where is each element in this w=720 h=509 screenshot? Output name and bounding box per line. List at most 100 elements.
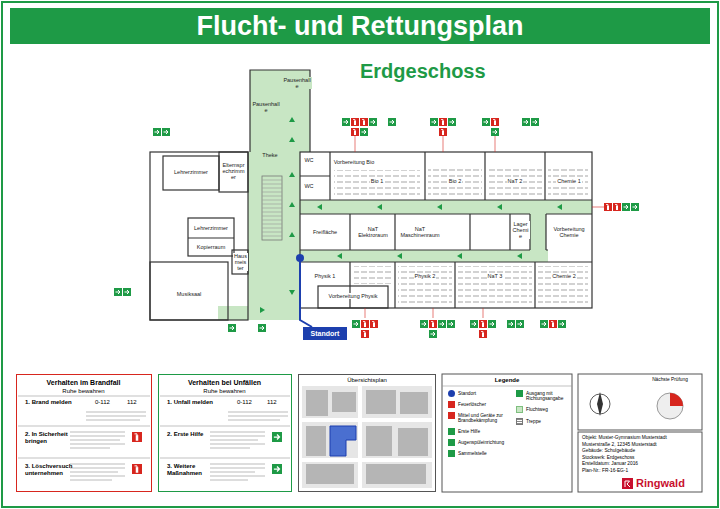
room-label: Bio 1	[370, 178, 385, 184]
room: Kopierraum	[190, 241, 232, 253]
room-label: Lager Chemie	[511, 221, 530, 239]
room-label: Pausenhalle	[251, 101, 281, 113]
room: Freifläche	[302, 226, 348, 238]
room: Musiksaal	[152, 288, 226, 300]
info-text: Legende	[442, 377, 572, 384]
room: Hausmeister	[233, 252, 248, 272]
legend-symbol	[448, 412, 455, 419]
room-label: Kopierraum	[196, 244, 226, 250]
room-label: Pausenhalle	[282, 77, 312, 89]
room-label: Vorbereitung Physik	[328, 293, 379, 299]
panel-text: Ruhe bewahren	[17, 388, 150, 395]
legend-symbol	[448, 401, 455, 408]
room: Pausenhalle	[251, 98, 281, 116]
info-panel: Übersichtsplan	[298, 374, 436, 492]
legend-text: Mittel und Geräte zur Brandbekämpfung	[458, 413, 510, 424]
room: Bio 1	[355, 176, 399, 186]
location-box: Standort	[303, 327, 347, 340]
room-label: Chemie 2	[551, 273, 577, 279]
title-bar: Flucht- und Rettungsplan	[10, 8, 710, 44]
room: Theke	[255, 150, 285, 160]
room: Pausenhalle	[282, 74, 312, 92]
room-label: Musiksaal	[176, 291, 202, 297]
legend-text: Erste Hilfe	[458, 429, 510, 435]
info-text: Objekt: Muster-Gymnasium Musterstadt	[582, 435, 700, 440]
room-label: Bio 2	[448, 178, 463, 184]
legend-symbol	[516, 418, 523, 425]
room-label: NaT Maschinenraum	[397, 226, 443, 238]
panel-heading: Verhalten bei Unfällen	[159, 379, 290, 387]
panel-heading: Übersichtsplan	[299, 377, 435, 384]
room: Chemie 1	[547, 176, 591, 186]
panel-text: 1. Brand melden	[25, 399, 79, 406]
panel-text: 0-112	[237, 399, 265, 406]
room-label: Chemie 1	[556, 178, 582, 184]
room-label: Vorbereitung Bio	[333, 159, 376, 165]
legend-swatch	[516, 406, 523, 413]
brand-name: Ringwald	[636, 477, 698, 489]
room: WC	[301, 156, 317, 165]
legend-symbol	[448, 439, 455, 446]
info-text: Erstelldatum: Januar 2016	[582, 461, 700, 466]
legend-symbol	[448, 428, 455, 435]
room-label: Lehrerzimmer	[193, 225, 229, 231]
room: Chemie 2	[538, 270, 590, 282]
panel-heading: Verhalten im Brandfall	[17, 379, 150, 387]
room-label: Freifläche	[312, 229, 338, 235]
panel-text: 112	[267, 399, 289, 406]
room-label: Physik 2	[414, 273, 437, 279]
room-label: NaT 3	[487, 273, 504, 279]
panel-text: Ruhe bewahren	[159, 388, 290, 395]
location-label: Standort	[310, 330, 341, 338]
legend-text: Fluchtweg	[526, 407, 570, 413]
room: Elternsprechzimmer	[220, 156, 247, 186]
room: Vorbereitung Bio	[332, 155, 376, 169]
room: Bio 2	[432, 176, 478, 186]
panel-text: 1. Unfall melden	[167, 399, 221, 406]
room-label: Lehrerzimmer	[173, 169, 209, 175]
room-label: Vorbereitung Chemie	[548, 226, 590, 238]
legend-text: Standort	[458, 391, 510, 397]
legend-symbol	[448, 450, 455, 457]
room: NaT 2	[490, 176, 540, 186]
panel-text: 2. Erste Hilfe	[167, 431, 211, 438]
info-text: Nächste Prüfung	[640, 377, 700, 382]
panel-text: 3. Löschversuch unternehmen	[25, 463, 75, 477]
info-panel: Verhalten bei UnfällenRuhe bewahren 1. Un…	[158, 374, 292, 492]
room-label: NaT Elektroraum	[352, 226, 394, 238]
info-text: Musterstraße 2, 12345 Musterstadt	[582, 442, 700, 447]
legend-symbol	[516, 390, 523, 397]
room-label: Physik 1	[314, 273, 337, 279]
room: Lehrerzimmer	[165, 166, 217, 178]
room: Vorbereitung Physik	[320, 290, 386, 302]
room: WC	[301, 182, 317, 191]
legend-text: Ausgang mit Richtungsangabe	[526, 391, 570, 402]
room: Vorbereitung Chemie	[548, 220, 590, 244]
panel-text: 3. Weitere Maßnahmen	[167, 463, 211, 477]
room: Physik 2	[398, 270, 452, 282]
room-label: WC	[303, 183, 314, 189]
room-label: Theke	[261, 152, 278, 158]
room: NaT Maschinenraum	[397, 220, 443, 244]
room: NaT Elektroraum	[352, 220, 394, 244]
plan-title: Flucht- und Rettungsplan	[197, 11, 524, 42]
info-text: Gebäude: Schulgebäude	[582, 448, 700, 453]
panel-text: 112	[127, 399, 149, 406]
legend-symbol	[448, 390, 455, 397]
panel-text: 2. In Sicherheit bringen	[25, 431, 75, 445]
room-label: Hausmeister	[233, 253, 248, 271]
info-text: Stockwerk: Erdgeschoss	[582, 455, 700, 460]
legend-text: Feuerlöscher	[458, 402, 510, 408]
info-panel: Verhalten im BrandfallRuhe bewahren 1. Br…	[16, 374, 152, 492]
floor-heading: Erdgeschoss	[360, 60, 500, 82]
legend-text: Augenspüleinrichtung	[458, 440, 510, 446]
room: Physik 1	[302, 270, 348, 282]
room: NaT 3	[458, 270, 532, 282]
room-label: NaT 2	[507, 178, 524, 184]
room: Lehrerzimmer	[190, 222, 232, 234]
legend-text: Sammelstelle	[458, 451, 510, 457]
room-label: WC	[303, 157, 314, 163]
legend-text: Treppe	[526, 419, 570, 425]
room: Lager Chemie	[511, 216, 530, 244]
